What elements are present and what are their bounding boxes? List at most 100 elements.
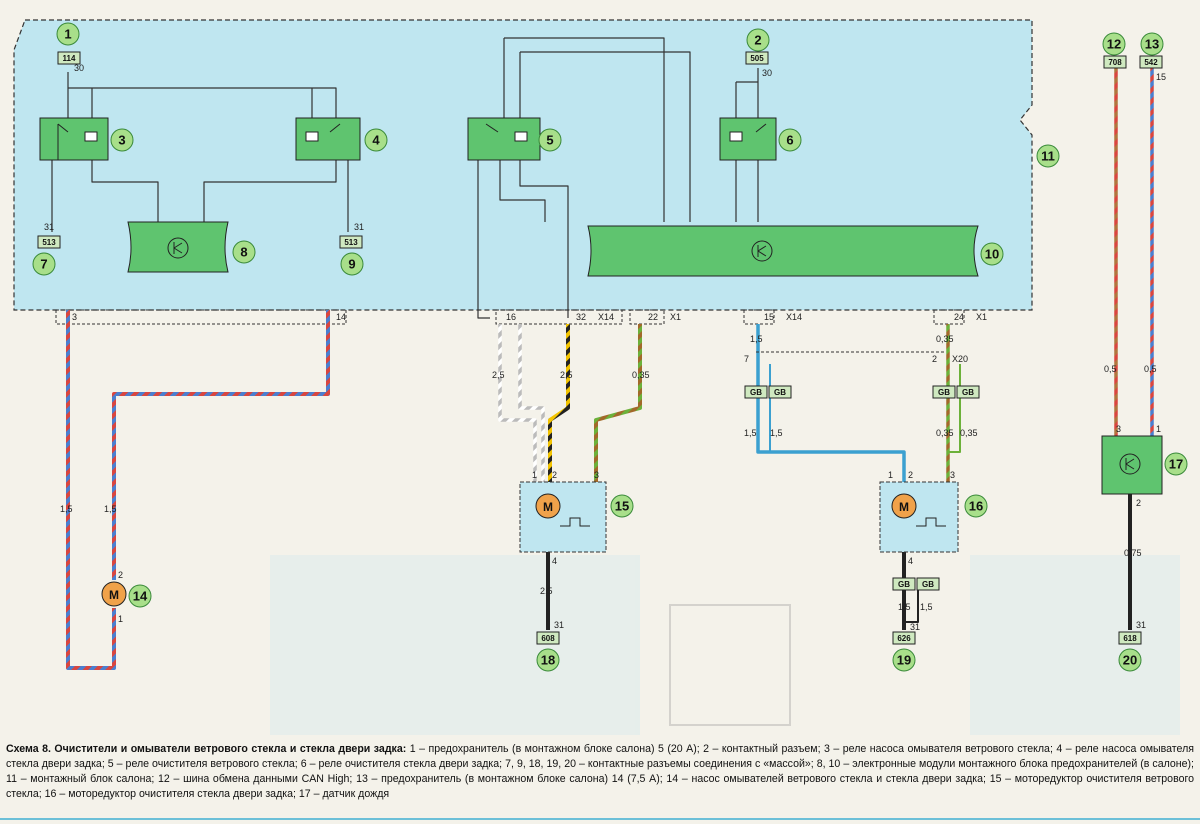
component-number-13 <box>1140 32 1164 56</box>
motor-16-letter: M <box>899 500 909 514</box>
module-10 <box>587 225 979 277</box>
wire-label: 3 <box>72 312 77 322</box>
wire-label: 2,5 <box>492 370 505 380</box>
component-number-label: 20 <box>1123 653 1137 668</box>
tag-618: 618 <box>1123 634 1137 643</box>
wire-label: X1 <box>976 312 987 322</box>
component-number-label: 18 <box>541 653 555 668</box>
wire-label: 1,5 <box>60 504 73 514</box>
component-number-17 <box>1164 452 1188 476</box>
wire-label: 1,5 <box>104 504 117 514</box>
component-number-10 <box>980 242 1004 266</box>
component-number-label: 16 <box>969 499 983 514</box>
wire-label: 31 <box>554 620 564 630</box>
component-number-1 <box>56 22 80 46</box>
pump-14-letter: M <box>109 588 119 602</box>
component-number-3 <box>110 128 134 152</box>
gb-label: GB <box>922 580 934 589</box>
wire-label: 1,5 <box>920 602 933 612</box>
wire-label: 7 <box>744 354 749 364</box>
wire-label: 31 <box>1136 620 1146 630</box>
tag-608: 608 <box>541 634 555 643</box>
pin-label: 3 <box>950 470 955 480</box>
component-number-14 <box>128 584 152 608</box>
component-number-label: 13 <box>1145 37 1159 52</box>
tag-513: 513 <box>42 238 56 247</box>
component-number-label: 5 <box>546 133 553 148</box>
wire-label: 0,5 <box>1104 364 1117 374</box>
component-number-9 <box>340 252 364 276</box>
wire-label: 0,5 <box>1144 364 1157 374</box>
component-number-label: 9 <box>348 257 355 272</box>
wire-label: 1,5 <box>744 428 757 438</box>
tag-708: 708 <box>1108 58 1122 67</box>
gb-label: GB <box>962 388 974 397</box>
wire-label: 2,5 <box>560 370 573 380</box>
component-number-label: 1 <box>64 27 71 42</box>
wire-label: 0,35 <box>632 370 650 380</box>
component-number-5 <box>538 128 562 152</box>
caption-title: Схема 8. Очистители и омыватели ветровог… <box>6 743 407 755</box>
wire-label: 31 <box>44 222 54 232</box>
rain-sensor-17 <box>1101 435 1163 495</box>
gb-label: GB <box>750 388 762 397</box>
component-number-label: 7 <box>40 257 47 272</box>
component-number-8 <box>232 240 256 264</box>
wire-labels: 30 30 31 31 15 3 14 16 32 X14 22 X1 15 X… <box>44 63 1166 632</box>
wire-label: 22 <box>648 312 658 322</box>
wire-label: X14 <box>598 312 614 322</box>
component-number-16 <box>964 494 988 518</box>
tag-626: 626 <box>897 634 911 643</box>
motor-16-icon: M <box>891 493 946 527</box>
component-number-label: 4 <box>372 133 380 148</box>
component-number-label: 2 <box>754 33 761 48</box>
component-number-label: 14 <box>133 589 148 604</box>
wire-label: 24 <box>954 312 964 322</box>
pin-label: 3 <box>594 470 599 480</box>
tag-114: 114 <box>63 54 76 63</box>
component-number-20 <box>1118 648 1142 672</box>
pin-label: 1 <box>1156 424 1161 434</box>
component-number-18 <box>536 648 560 672</box>
wire-label: 31 <box>354 222 364 232</box>
pin-label: 2 <box>908 470 913 480</box>
wire-label: 1,5 <box>750 334 763 344</box>
component-number-label: 12 <box>1107 37 1121 52</box>
pin-label: 1 <box>888 470 893 480</box>
component-number-12 <box>1102 32 1126 56</box>
wire-label: 15 <box>1156 72 1166 82</box>
component-number-label: 10 <box>985 247 999 262</box>
wire-label: 15 <box>764 312 774 322</box>
connector-boxes <box>55 309 965 325</box>
component-number-4 <box>364 128 388 152</box>
gb-label: GB <box>774 388 786 397</box>
pin-label: 1 <box>532 470 537 480</box>
terminal-tags: 114 505 513 513 708 542 608 626 618 <box>37 51 1163 645</box>
pin-label: 2 <box>118 570 123 580</box>
tag-542: 542 <box>1144 58 1158 67</box>
component-number-6 <box>778 128 802 152</box>
caption-text: 1 – предохранитель (в монтажном блоке са… <box>6 743 1194 800</box>
background-ghosts <box>270 555 1180 735</box>
component-number-label: 11 <box>1041 149 1055 164</box>
relay-6 <box>719 117 777 161</box>
motor-15-box <box>519 481 607 553</box>
relay-3 <box>39 117 109 161</box>
bottom-rule <box>0 818 1200 820</box>
pin-label: 3 <box>1116 424 1121 434</box>
wire-label: 14 <box>336 312 346 322</box>
figure-caption: Схема 8. Очистители и омыватели ветровог… <box>6 742 1194 802</box>
tag-513: 513 <box>344 238 358 247</box>
pin-label: 4 <box>908 556 913 566</box>
component-number-11 <box>1036 144 1060 168</box>
component-number-2 <box>746 28 770 52</box>
gb-connectors: GB GB GB GB GB GB <box>744 385 980 591</box>
pump-14-icon: M <box>101 581 127 607</box>
module-8 <box>127 221 229 273</box>
wire-label: X14 <box>786 312 802 322</box>
wire-label: X1 <box>670 312 681 322</box>
wire-label: 2,5 <box>540 586 553 596</box>
wire-label: 1,5 <box>770 428 783 438</box>
wire-label: 30 <box>74 63 84 73</box>
